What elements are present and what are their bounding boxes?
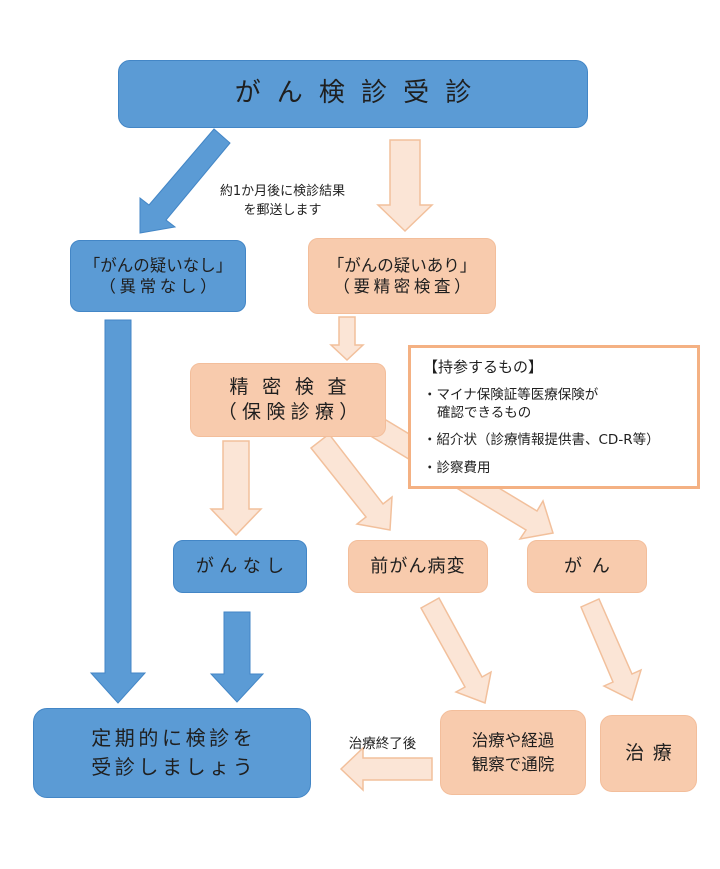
arrow-title-to-suspicion bbox=[376, 139, 434, 233]
no-cancer-label: がんなし bbox=[195, 555, 290, 577]
cancer-label: がん bbox=[564, 555, 620, 577]
precancer-box: 前がん病変 bbox=[348, 540, 488, 593]
detailed-exam-line1: 精密検査 bbox=[229, 376, 361, 399]
detailed-exam-line2: （保険診療） bbox=[217, 401, 364, 423]
suspicion-box: 「がんの疑いあり」 （要精密検査） bbox=[308, 238, 496, 314]
arrow-suspicion-to-exam bbox=[329, 316, 365, 362]
no-cancer-box: がんなし bbox=[173, 540, 307, 593]
periodic-line1: 定期的に検診を bbox=[91, 726, 257, 750]
followup-line2: 観察で通院 bbox=[471, 754, 555, 774]
bring-item-insurance: ・マイナ保険証等医療保険が 確認できるもの bbox=[423, 386, 687, 422]
bring-items-title: 【持参するもの】 bbox=[423, 358, 544, 376]
arrow-no-suspicion-to-periodic bbox=[89, 319, 147, 704]
suspicion-line2: （要精密検査） bbox=[333, 277, 475, 296]
arrow-followup-to-periodic bbox=[339, 746, 433, 792]
bring-item-fee: ・診察費用 bbox=[423, 459, 491, 476]
bring-item-insurance-line1: ・マイナ保険証等医療保険が bbox=[423, 387, 599, 403]
treatment-label: 治療 bbox=[625, 742, 681, 765]
arrow-exam-to-precancer bbox=[309, 432, 393, 531]
precancer-label: 前がん病変 bbox=[370, 555, 466, 577]
no-suspicion-box: 「がんの疑いなし」 （異常なし） bbox=[70, 240, 246, 312]
periodic-line2: 受診しましょう bbox=[91, 755, 257, 779]
suspicion-line1: 「がんの疑いあり」 bbox=[327, 255, 477, 275]
followup-line1: 治療や経過 bbox=[471, 731, 555, 751]
mail-note-line2: を郵送します bbox=[243, 202, 322, 218]
bring-item-referral: ・紹介状（診療情報提供書、CD-R等） bbox=[423, 432, 660, 449]
followup-box: 治療や経過 観察で通院 bbox=[440, 710, 586, 795]
arrow-precancer-to-followup bbox=[419, 596, 493, 705]
treatment-box: 治療 bbox=[600, 715, 697, 792]
detailed-exam-box: 精密検査 （保険診療） bbox=[190, 363, 386, 437]
bring-item-insurance-line2: 確認できるもの bbox=[437, 405, 532, 422]
arrow-cancer-to-treatment bbox=[580, 598, 643, 702]
title-label: がん検診受診 bbox=[234, 78, 488, 109]
no-suspicion-line1: 「がんの疑いなし」 bbox=[83, 255, 233, 275]
mail-note: 約1か月後に検診結果 を郵送します bbox=[200, 183, 365, 221]
bring-items-box: 【持参するもの】 ・マイナ保険証等医療保険が 確認できるもの ・紹介状（診療情報… bbox=[408, 345, 700, 489]
mail-note-line1: 約1か月後に検診結果 bbox=[219, 184, 346, 199]
cancer-box: がん bbox=[527, 540, 647, 593]
arrow-exam-to-no-cancer bbox=[209, 440, 263, 537]
periodic-checkup-box: 定期的に検診を 受診しましょう bbox=[33, 708, 311, 798]
no-suspicion-line2: （異常なし） bbox=[99, 277, 221, 296]
after-treatment-label: 治療終了後 bbox=[348, 736, 417, 752]
arrow-no-cancer-to-periodic bbox=[209, 611, 265, 703]
arrow-title-to-no-suspicion bbox=[139, 128, 231, 234]
title-box: がん検診受診 bbox=[118, 60, 588, 128]
